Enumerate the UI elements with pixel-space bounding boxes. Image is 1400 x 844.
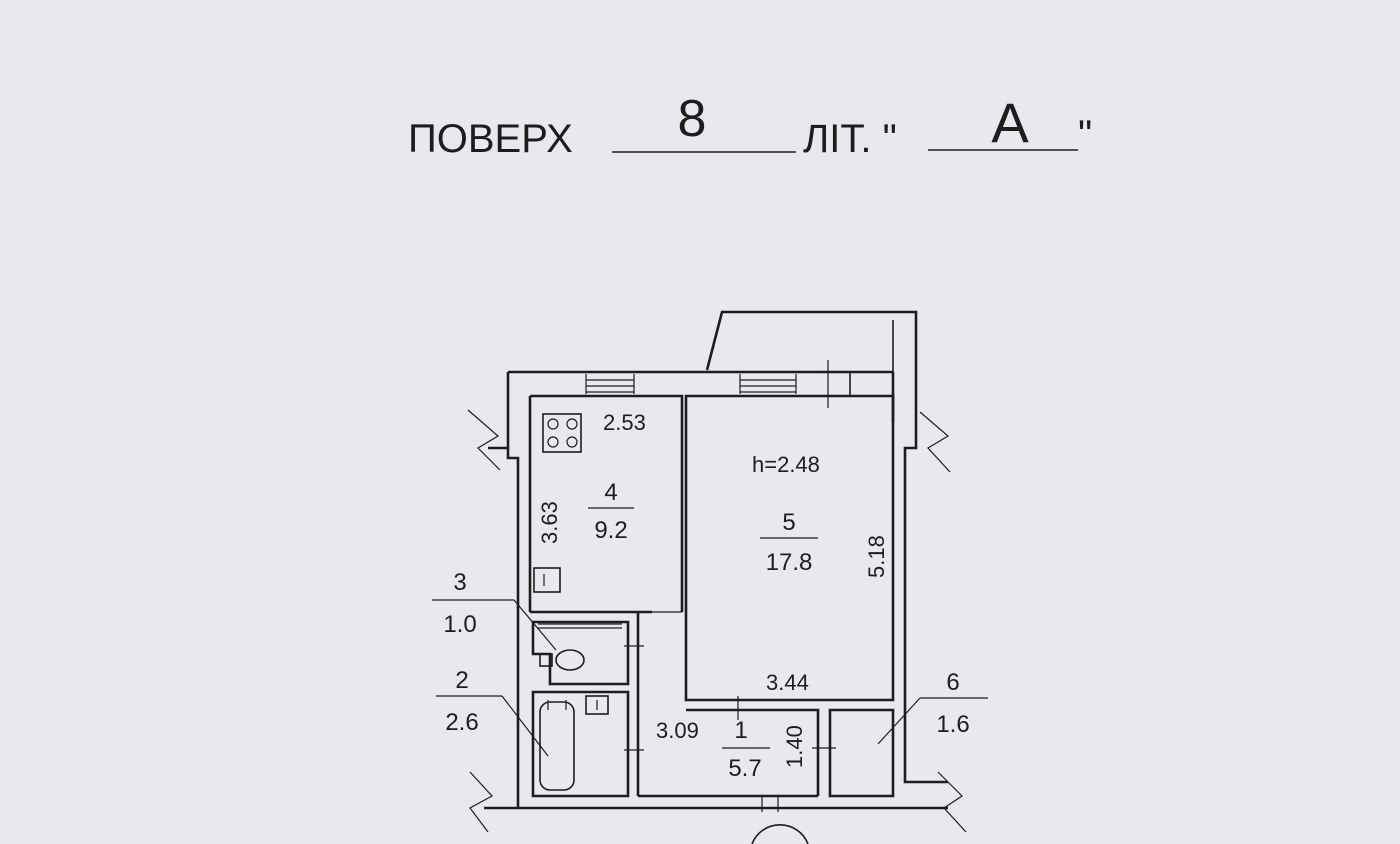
window-room <box>739 374 797 394</box>
dimension-room-depth: 5.18 <box>864 535 889 578</box>
balcony-inner-line <box>849 320 894 395</box>
dimension-labels: 2.53 3.63 h=2.48 5.18 3.44 3.09 1.40 <box>537 410 889 768</box>
break-mark-east-top <box>919 411 951 473</box>
north-arrow-partial <box>751 823 809 844</box>
room-number: 6 <box>946 669 959 696</box>
room-area: 1.0 <box>443 611 476 638</box>
fixtures <box>533 413 622 791</box>
room-area: 17.8 <box>766 549 813 576</box>
sink-icon <box>533 567 561 593</box>
room-number: 4 <box>604 479 617 506</box>
room-area: 1.6 <box>936 711 969 738</box>
kitchen-walls <box>528 394 684 614</box>
dimension-kitchen-width: 2.53 <box>603 410 646 435</box>
radiator-icon <box>538 623 622 629</box>
toilet-icon <box>539 649 585 671</box>
room-label-4: 4 9.2 <box>588 479 634 544</box>
letter-value: А <box>991 91 1029 154</box>
letter-label: ЛІТ. " <box>803 117 897 161</box>
hallway-walls <box>636 612 820 798</box>
break-mark-west-top <box>467 409 501 471</box>
window-kitchen <box>585 374 635 394</box>
letter-close-quote: " <box>1078 113 1092 157</box>
dimension-room-width: 3.44 <box>766 670 809 695</box>
room-label-3: 3 1.0 <box>432 569 557 651</box>
room-number: 3 <box>453 569 466 596</box>
room-number: 5 <box>782 509 795 536</box>
balcony-outline <box>705 310 918 426</box>
bathroom-3-walls <box>531 620 630 686</box>
windows <box>585 360 842 408</box>
room-label-6: 6 1.6 <box>877 669 988 745</box>
break-mark-east-bottom <box>937 771 967 833</box>
storage-6-walls <box>828 708 895 798</box>
partition-marks <box>624 611 836 812</box>
stove-icon <box>542 413 582 453</box>
room-area: 2.6 <box>445 709 478 736</box>
dimension-hall-width: 3.09 <box>656 718 699 743</box>
floor-label: ПОВЕРХ <box>408 117 573 161</box>
room-label-1: 1 5.7 <box>722 717 770 782</box>
plan-header: ПОВЕРХ 8 ЛІТ. " А " <box>408 90 1092 161</box>
break-mark-west-bottom <box>469 771 493 833</box>
living-room-walls <box>684 394 895 702</box>
floor-value: 8 <box>678 90 707 148</box>
dimension-hall-depth: 1.40 <box>782 725 807 768</box>
room-label-2: 2 2.6 <box>436 667 549 757</box>
ceiling-height-note: h=2.48 <box>752 452 820 477</box>
outer-wall-west <box>488 372 520 808</box>
room-number: 2 <box>455 667 468 694</box>
room-labels: 4 9.2 5 17.8 3 1.0 2 2.6 1 5.7 6 <box>432 479 988 782</box>
balcony-door-mark <box>816 360 842 408</box>
room-area: 5.7 <box>728 755 761 782</box>
interior-walls <box>528 394 895 812</box>
room-area: 9.2 <box>594 517 627 544</box>
floor-plan-walls <box>467 310 967 833</box>
room-number: 1 <box>734 717 747 744</box>
bathroom-2-walls <box>531 690 630 798</box>
dimension-kitchen-depth: 3.63 <box>537 501 562 544</box>
room-label-5: 5 17.8 <box>760 509 818 576</box>
bathtub-icon <box>539 700 575 791</box>
washbasin-icon <box>585 695 609 715</box>
